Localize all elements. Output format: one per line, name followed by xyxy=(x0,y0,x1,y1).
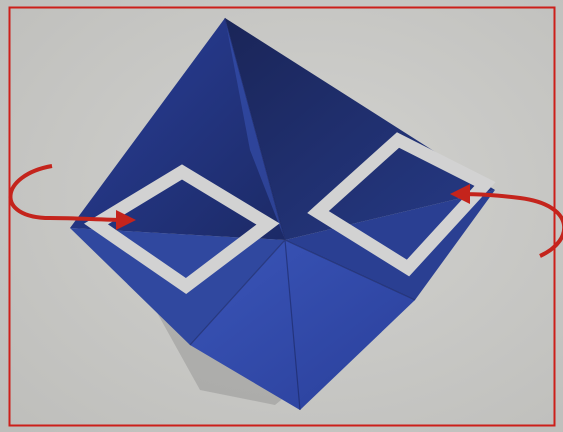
origami-photo xyxy=(0,0,563,432)
origami-figure xyxy=(0,0,563,432)
